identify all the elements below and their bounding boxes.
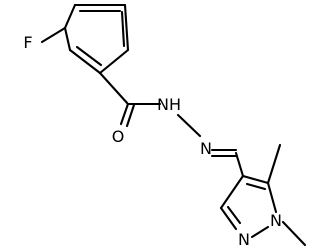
bond — [40, 26, 67, 44]
bond — [68, 48, 102, 75]
pyrazole-n1-label: N — [270, 211, 282, 230]
bond — [119, 102, 130, 126]
bond — [120, 10, 126, 48]
bond — [250, 225, 270, 239]
bond — [63, 26, 72, 52]
bond — [123, 3, 130, 52]
bond — [241, 174, 270, 185]
bond — [98, 71, 130, 106]
bond — [125, 103, 136, 128]
bond — [266, 181, 278, 214]
bond — [75, 45, 103, 67]
fluorophenyl-ring — [40, 3, 130, 75]
bond — [219, 206, 238, 231]
bond — [226, 205, 242, 225]
bond — [219, 174, 245, 210]
bond — [266, 143, 282, 185]
bond — [176, 113, 202, 138]
bond — [234, 151, 245, 178]
hydrazide-chain — [98, 71, 245, 178]
bond — [63, 3, 77, 30]
bond — [281, 220, 307, 247]
bond — [98, 48, 130, 75]
fluorine-label: F — [23, 33, 32, 52]
amide-nh-label: NH — [157, 95, 181, 114]
hydrazone-n-label: N — [200, 139, 212, 158]
pyrazole-n2-label: N — [238, 230, 250, 249]
bond — [245, 182, 267, 191]
pyrazole-ring — [219, 143, 307, 247]
carbonyl-oxygen-label: O — [112, 127, 125, 146]
